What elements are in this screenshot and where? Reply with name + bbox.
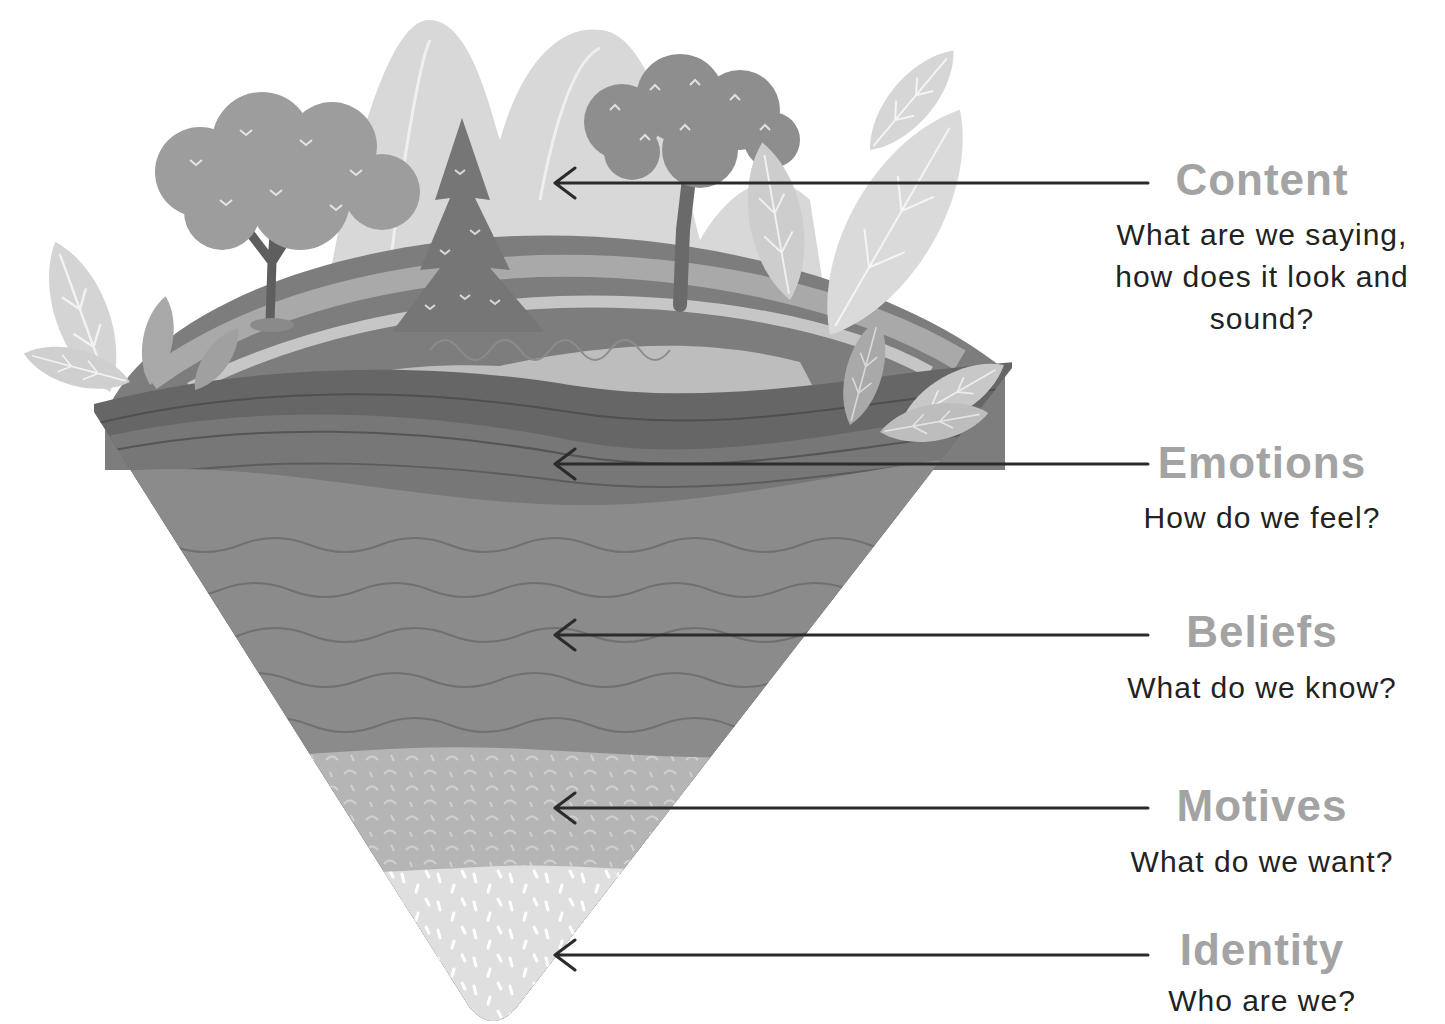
layer-question: What do we want? bbox=[1102, 841, 1422, 883]
canopy-part bbox=[250, 150, 350, 250]
motives-texture bbox=[90, 747, 1015, 1024]
hill-wave bbox=[430, 340, 670, 360]
leaf-vein bbox=[864, 51, 955, 154]
emotions-layer bbox=[90, 362, 1015, 1024]
beliefs-layer bbox=[90, 452, 1015, 1024]
leader-arrow bbox=[555, 620, 1148, 650]
leader-arrow bbox=[555, 449, 1148, 479]
leader-arrow bbox=[555, 940, 1148, 970]
grass-tuft bbox=[250, 318, 294, 332]
leaf bbox=[185, 321, 248, 397]
leaf-vein bbox=[750, 153, 803, 297]
beliefs-wave bbox=[100, 718, 1010, 732]
beliefs-wave bbox=[100, 538, 1010, 552]
layer-question: Who are we? bbox=[1102, 980, 1422, 1022]
layer-heading: Motives bbox=[1092, 782, 1432, 830]
leaf-vein bbox=[842, 325, 886, 424]
beliefs-wave bbox=[80, 583, 990, 597]
pine-marks bbox=[425, 170, 500, 309]
leader-arrow bbox=[555, 168, 1148, 198]
tree-canopy bbox=[155, 92, 420, 250]
leaf bbox=[854, 37, 970, 164]
canopy-part bbox=[184, 174, 260, 250]
canopy-marks bbox=[190, 130, 362, 210]
identity-layer bbox=[90, 865, 1015, 1024]
mountain-line bbox=[392, 40, 600, 250]
identity-texture bbox=[90, 865, 1015, 1024]
layer-heading: Content bbox=[1092, 156, 1432, 204]
leaf bbox=[736, 138, 816, 305]
leaf-blade bbox=[185, 321, 248, 397]
leaf-blade bbox=[135, 294, 180, 388]
leaf-blade bbox=[854, 37, 970, 164]
leaf-blade bbox=[877, 395, 992, 450]
leaf-vein bbox=[815, 116, 970, 338]
layer-question: What do we know? bbox=[1102, 667, 1422, 709]
leaf-blade bbox=[19, 336, 135, 400]
canopy-part bbox=[662, 112, 738, 188]
canopy-part bbox=[344, 154, 420, 230]
leader-arrows bbox=[555, 168, 1148, 970]
pine-tree bbox=[392, 118, 545, 332]
layer-question: What are we saying, how does it look and… bbox=[1102, 214, 1422, 340]
soil-layers bbox=[80, 362, 1015, 1024]
canopy-marks bbox=[610, 80, 770, 140]
leaf bbox=[877, 395, 992, 450]
leader-arrow bbox=[555, 793, 1148, 823]
leaf-blade bbox=[736, 138, 816, 305]
motives-layer bbox=[90, 747, 1015, 1024]
layer-question: How do we feel? bbox=[1102, 497, 1422, 539]
beliefs-wave bbox=[80, 673, 990, 687]
canopy-part bbox=[604, 124, 660, 180]
emotions-layer-inner bbox=[90, 410, 1015, 1024]
emotions-line bbox=[90, 388, 1015, 425]
leaf bbox=[135, 294, 180, 388]
leaf bbox=[832, 314, 896, 430]
emotions-line bbox=[90, 430, 1015, 464]
leaf-blade bbox=[832, 314, 896, 430]
layer-heading: Emotions bbox=[1092, 439, 1432, 487]
layer-heading: Beliefs bbox=[1092, 608, 1432, 656]
leaf-vein bbox=[30, 346, 129, 390]
leaf bbox=[19, 336, 135, 400]
layer-heading: Identity bbox=[1092, 926, 1432, 974]
leaf-vein bbox=[883, 405, 982, 441]
tree-trunk bbox=[680, 170, 690, 305]
